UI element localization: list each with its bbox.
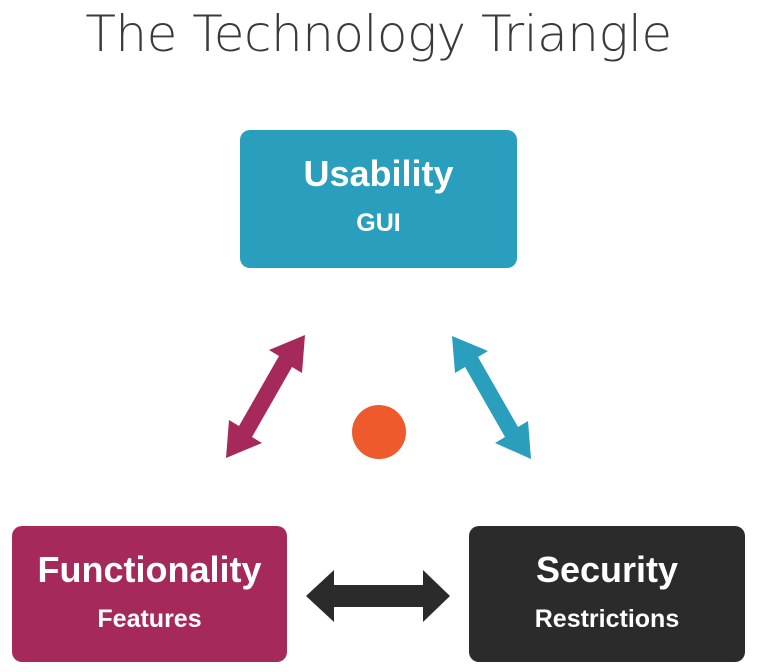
security-label: Security [535, 549, 679, 590]
usability-label: Usability [303, 153, 454, 194]
usability-functionality-arrow [226, 335, 305, 458]
functionality-sub-label: Features [97, 605, 202, 633]
security-node: Security Restrictions [469, 526, 745, 662]
page-title: The Technology Triangle [85, 5, 672, 63]
functionality-security-arrow [306, 570, 450, 622]
center-dot [352, 405, 406, 459]
usability-sub-label: GUI [356, 209, 401, 237]
functionality-node: Functionality Features [12, 526, 287, 662]
security-sub-label: Restrictions [534, 605, 680, 633]
usability-security-arrow [452, 336, 531, 459]
functionality-label: Functionality [37, 549, 262, 590]
usability-node: Usability GUI [240, 130, 517, 268]
